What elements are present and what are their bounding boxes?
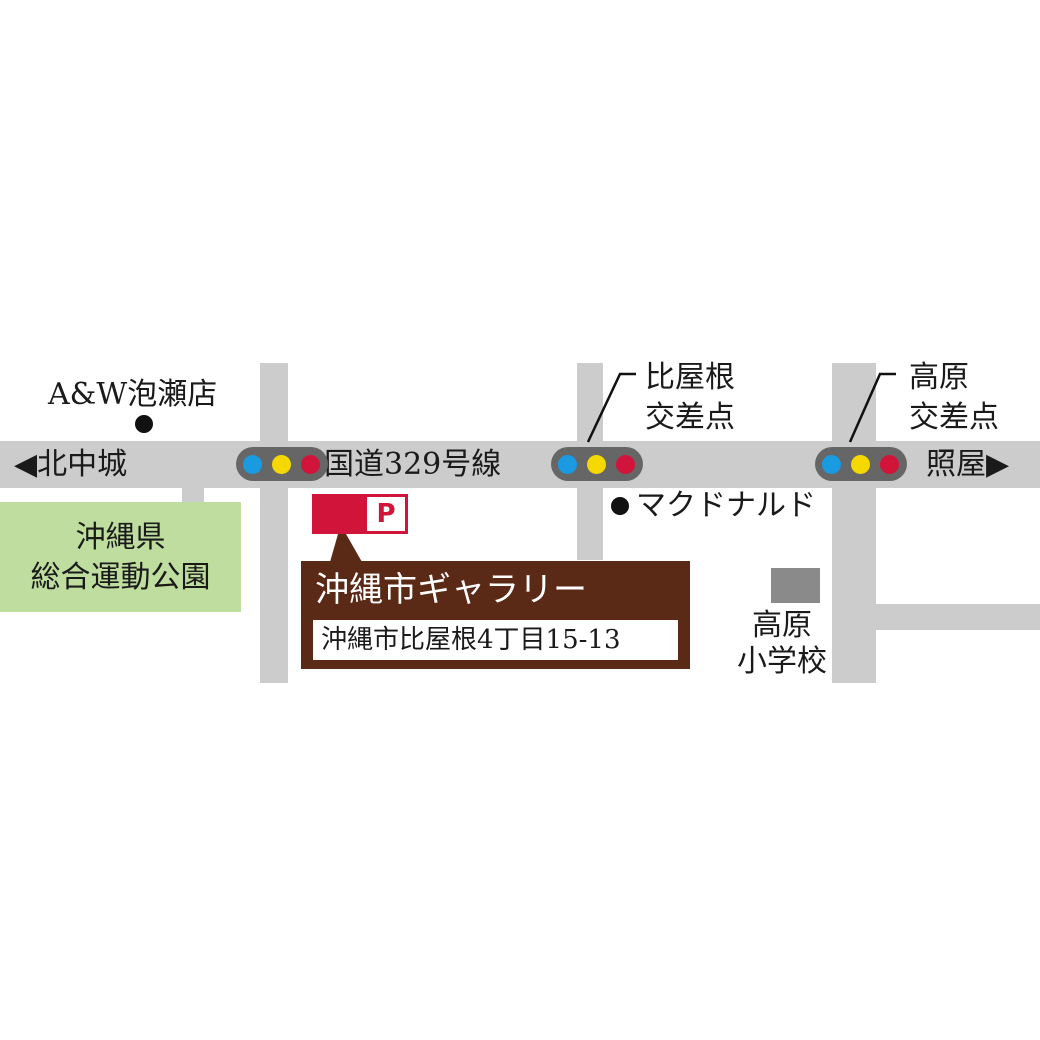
- school-label: 高原 小学校: [730, 608, 834, 680]
- park-label-line1: 沖縄県: [75, 520, 166, 555]
- traffic-signal-icon: [551, 447, 643, 481]
- route-label: 国道329号線: [324, 447, 502, 482]
- leader-line-hiyagon: [586, 372, 636, 443]
- school-label-line2: 小学校: [737, 644, 827, 679]
- intersection-hiyagon-line2: 交差点: [645, 400, 735, 435]
- gallery-name: 沖縄市ギャラリー: [315, 570, 587, 610]
- mcdonalds-label: マクドナルド: [636, 488, 816, 523]
- location-dot-icon: [135, 415, 153, 433]
- leader-line-takahara: [848, 372, 896, 443]
- parking-marker: P: [312, 494, 408, 534]
- gallery-callout: 沖縄市ギャラリー 沖縄市比屋根4丁目15-13: [301, 561, 690, 669]
- branch-road-west: [182, 488, 204, 502]
- traffic-signal-icon: [815, 447, 907, 481]
- traffic-signal-icon: [236, 447, 328, 481]
- west-direction-label: ◀北中城: [14, 447, 128, 482]
- east-direction-label: 照屋▶: [926, 447, 1010, 482]
- park-label-line2: 総合運動公園: [30, 560, 211, 595]
- location-dot-icon: [611, 497, 629, 515]
- gallery-location-marker: [312, 494, 364, 534]
- school-label-line1: 高原: [752, 608, 812, 643]
- intersection-takahara-line1: 高原: [909, 360, 969, 395]
- intersection-label-takahara: 高原 交差点: [909, 358, 999, 438]
- intersection-label-hiyagon: 比屋根 交差点: [645, 358, 735, 438]
- parking-icon: P: [364, 494, 408, 534]
- intersection-hiyagon-line1: 比屋根: [645, 360, 735, 395]
- branch-road-east: [876, 604, 1040, 630]
- park-area: 沖縄県 総合運動公園: [0, 502, 241, 612]
- gallery-address: 沖縄市比屋根4丁目15-13: [313, 620, 678, 660]
- park-label: 沖縄県 総合運動公園: [0, 518, 241, 598]
- side-road-left: [260, 363, 288, 683]
- side-road-right: [832, 363, 876, 683]
- aw-store-label: A&W泡瀬店: [48, 377, 218, 412]
- intersection-takahara-line2: 交差点: [909, 400, 999, 435]
- school-building: [771, 568, 820, 603]
